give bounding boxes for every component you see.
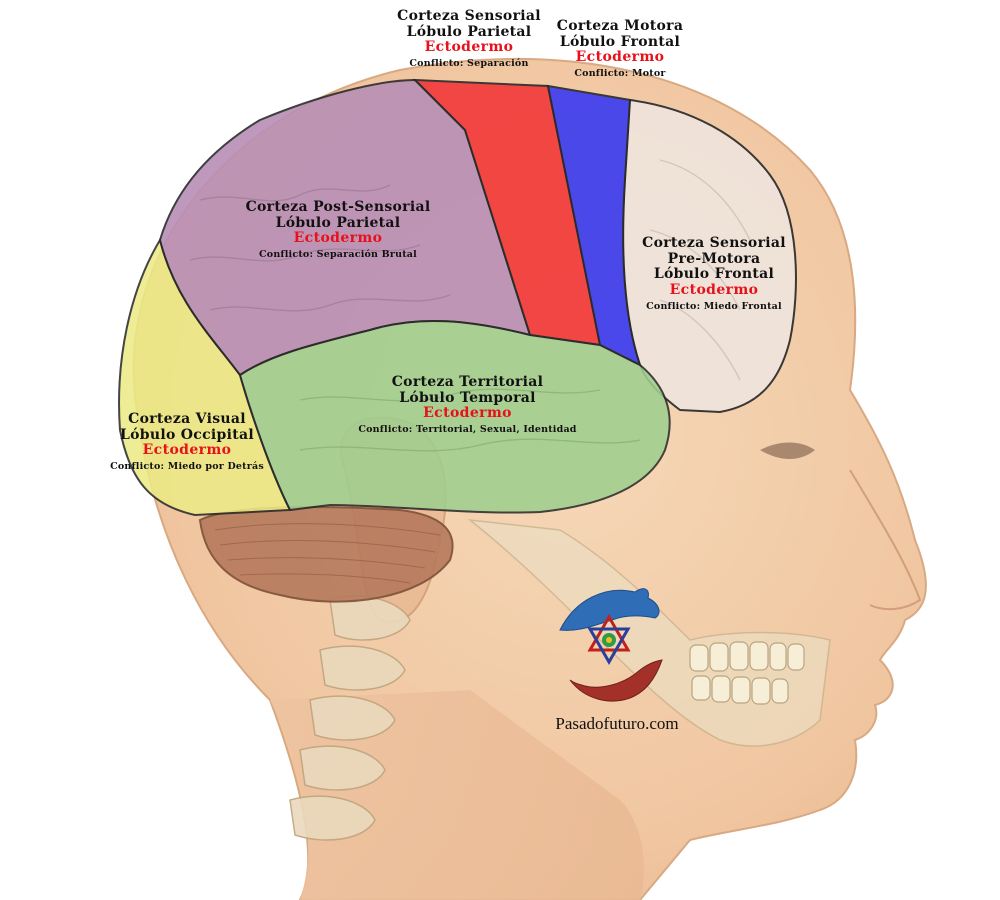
label-motor-cortex: Corteza Motora Lóbulo Frontal Ectodermo … — [541, 19, 699, 80]
label-post-sensory-germ: Ectodermo — [220, 231, 456, 247]
label-sensory-line1: Corteza Sensorial — [368, 9, 570, 25]
label-territorial-line2: Lóbulo Temporal — [330, 391, 605, 407]
label-visual-germ: Ectodermo — [92, 443, 282, 459]
label-territorial-line1: Corteza Territorial — [330, 375, 605, 391]
label-visual-line1: Corteza Visual — [92, 412, 282, 428]
label-pre-motor-line3: Lóbulo Frontal — [624, 267, 804, 283]
label-pre-motor-conflict: Conflicto: Miedo Frontal — [624, 302, 804, 313]
label-post-sensory-line1: Corteza Post-Sensorial — [220, 200, 456, 216]
label-sensory-line2: Lóbulo Parietal — [368, 25, 570, 41]
label-pre-motor-line1: Corteza Sensorial — [624, 236, 804, 252]
label-territorial-conflict: Conflicto: Territorial, Sexual, Identida… — [330, 425, 605, 436]
label-post-sensory-cortex: Corteza Post-Sensorial Lóbulo Parietal E… — [220, 200, 456, 261]
label-motor-line1: Corteza Motora — [541, 19, 699, 35]
label-sensory-conflict: Conflicto: Separación — [368, 59, 570, 70]
label-post-sensory-line2: Lóbulo Parietal — [220, 216, 456, 232]
label-post-sensory-conflict: Conflicto: Separación Brutal — [220, 250, 456, 261]
label-territorial-cortex: Corteza Territorial Lóbulo Temporal Ecto… — [330, 375, 605, 436]
label-pre-motor-line2: Pre-Motora — [624, 252, 804, 268]
label-sensory-cortex: Corteza Sensorial Lóbulo Parietal Ectode… — [368, 9, 570, 70]
site-watermark: Pasadofuturo.com — [537, 714, 697, 734]
label-motor-germ: Ectodermo — [541, 50, 699, 66]
label-pre-motor-cortex: Corteza Sensorial Pre-Motora Lóbulo Fron… — [624, 236, 804, 312]
label-motor-line2: Lóbulo Frontal — [541, 35, 699, 51]
label-visual-conflict: Conflicto: Miedo por Detrás — [92, 462, 282, 473]
label-territorial-germ: Ectodermo — [330, 406, 605, 422]
label-motor-conflict: Conflicto: Motor — [541, 69, 699, 80]
label-visual-cortex: Corteza Visual Lóbulo Occipital Ectoderm… — [92, 412, 282, 473]
label-sensory-germ: Ectodermo — [368, 40, 570, 56]
label-pre-motor-germ: Ectodermo — [624, 283, 804, 299]
label-visual-line2: Lóbulo Occipital — [92, 428, 282, 444]
